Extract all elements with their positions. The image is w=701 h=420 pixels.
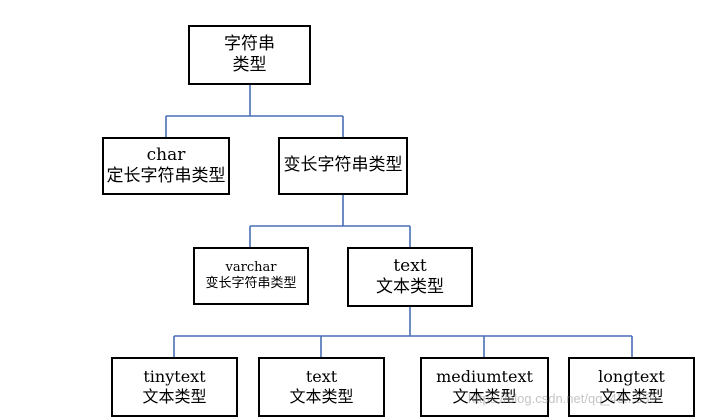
node-mediumtext-subtitle: 文本类型 [452,387,517,406]
node-string-type-subtitle: 类型 [232,55,267,75]
node-text-subtitle: 文本类型 [376,277,444,297]
node-text-leaf-subtitle: 文本类型 [289,387,354,406]
node-varchar-subtitle: 变长字符串类型 [205,276,297,291]
node-longtext-title: longtext [598,367,665,386]
node-text: text 文本类型 [347,247,473,307]
node-variable-string: 变长字符串类型 [278,137,408,195]
node-string-type-title: 字符串 [224,33,275,54]
node-varchar-title: varchar [225,259,277,275]
node-text-leaf: text 文本类型 [258,357,385,417]
node-char: char 定长字符串类型 [102,137,230,195]
node-longtext-subtitle: 文本类型 [599,387,664,406]
node-tinytext-title: tinytext [143,367,206,386]
node-longtext: longtext 文本类型 [568,357,695,417]
node-tinytext-subtitle: 文本类型 [142,387,207,406]
node-varchar: varchar 变长字符串类型 [193,247,309,305]
node-mediumtext-title: mediumtext [436,367,533,386]
node-mediumtext: mediumtext 文本类型 [420,357,549,417]
node-text-title: text [393,255,427,276]
node-text-leaf-title: text [305,367,338,386]
node-char-subtitle: 定长字符串类型 [106,166,226,186]
node-variable-string-title: 变长字符串类型 [283,155,403,176]
node-string-type: 字符串 类型 [188,25,311,85]
watermark-text: https://blog.csdn.net/qq_43...559 [468,391,657,406]
node-char-title: char [146,144,186,165]
node-tinytext: tinytext 文本类型 [111,357,238,417]
